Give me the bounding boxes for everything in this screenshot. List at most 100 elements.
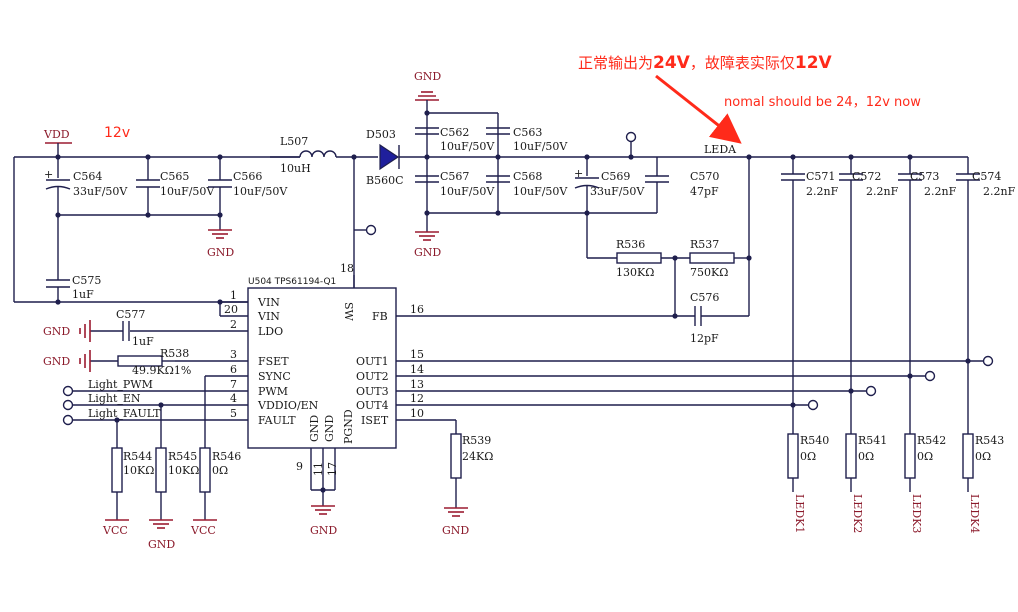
svg-text:PWM: PWM	[258, 385, 288, 398]
ic-bottom-pins: GND GND PGND 9 11 17 GND	[296, 409, 355, 537]
capacitor-c565: C565 10uF/50V	[136, 157, 215, 215]
svg-text:D503: D503	[366, 128, 396, 141]
svg-text:R546: R546	[212, 450, 241, 463]
svg-text:0Ω: 0Ω	[800, 450, 816, 463]
svg-text:17: 17	[326, 462, 339, 476]
svg-text:5: 5	[230, 407, 237, 420]
ic-u504: U504 TPS61194-Q1 SW 1 VIN 20 VIN 2 LDO 3…	[72, 275, 983, 537]
light-signal-ports: Light_PWM Light_EN Light_FAULT	[62, 378, 161, 426]
svg-text:C577: C577	[116, 308, 145, 321]
capacitor-c575: C575 1uF	[46, 215, 101, 302]
svg-text:9: 9	[296, 460, 303, 473]
svg-text:1uF: 1uF	[132, 335, 154, 348]
svg-text:10uF/50V: 10uF/50V	[440, 185, 495, 198]
svg-text:GND: GND	[414, 246, 441, 259]
vdd-label: VDD	[43, 128, 70, 141]
resistor-r539: R539 24KΩ GND	[442, 433, 493, 537]
resistor-r537: R537 750KΩ	[689, 238, 735, 279]
diode-d503: D503 B560C	[366, 128, 420, 187]
svg-text:10: 10	[410, 407, 424, 420]
svg-text:C574: C574	[972, 170, 1001, 183]
svg-text:4: 4	[230, 392, 237, 405]
sw-test-point	[365, 224, 377, 236]
svg-text:10KΩ: 10KΩ	[123, 464, 154, 477]
svg-text:LEDK3: LEDK3	[910, 494, 923, 533]
leda-test-point	[625, 131, 637, 143]
svg-text:R544: R544	[123, 450, 152, 463]
svg-text:Light_PWM: Light_PWM	[88, 378, 153, 391]
svg-text:1: 1	[230, 289, 237, 302]
svg-text:0Ω: 0Ω	[858, 450, 874, 463]
svg-text:R538: R538	[160, 347, 189, 360]
svg-text:10uF/50V: 10uF/50V	[513, 140, 568, 153]
svg-text:LDO: LDO	[258, 325, 283, 338]
svg-text:GND: GND	[310, 524, 337, 537]
led-channel-4: C574 2.2nF R543 0Ω LEDK4	[956, 157, 1016, 533]
svg-text:R543: R543	[975, 434, 1004, 447]
capacitor-c577: C577 1uF GND	[43, 308, 154, 348]
svg-text:LEDK2: LEDK2	[851, 494, 864, 533]
out4-test-point	[807, 399, 819, 411]
svg-text:U504 TPS61194-Q1: U504 TPS61194-Q1	[248, 277, 336, 287]
light-pwm-port	[62, 385, 74, 397]
svg-text:750KΩ: 750KΩ	[690, 266, 728, 279]
svg-text:C569: C569	[601, 170, 630, 183]
svg-text:GND: GND	[323, 415, 336, 442]
svg-text:0Ω: 0Ω	[212, 464, 228, 477]
svg-text:SYNC: SYNC	[258, 370, 291, 383]
svg-text:FSET: FSET	[258, 355, 289, 368]
led-channel-1: C571 2.2nF R540 0Ω LEDK1	[781, 157, 839, 533]
svg-text:2.2nF: 2.2nF	[924, 185, 957, 198]
svg-text:C562: C562	[440, 126, 469, 139]
svg-text:FAULT: FAULT	[258, 414, 296, 427]
svg-text:VCC: VCC	[102, 524, 128, 537]
svg-text:1uF: 1uF	[72, 288, 94, 301]
svg-text:C564: C564	[73, 170, 102, 183]
svg-text:7: 7	[230, 378, 237, 391]
capacitor-c563: C563 10uF/50V	[486, 126, 568, 153]
svg-text:C575: C575	[72, 274, 101, 287]
svg-text:C576: C576	[690, 291, 719, 304]
svg-text:R536: R536	[616, 238, 645, 251]
svg-text:GND: GND	[207, 246, 234, 259]
svg-text:2.2nF: 2.2nF	[806, 185, 839, 198]
svg-text:GND: GND	[308, 415, 321, 442]
svg-text:33uF/50V: 33uF/50V	[73, 185, 128, 198]
svg-text:10KΩ: 10KΩ	[168, 464, 199, 477]
svg-text:OUT3: OUT3	[356, 385, 389, 398]
svg-text:12: 12	[410, 392, 424, 405]
resistor-r538: R538 49.9KΩ1% GND	[43, 347, 191, 377]
svg-text:2: 2	[230, 318, 237, 331]
svg-text:24KΩ: 24KΩ	[462, 450, 493, 463]
gnd-symbol: GND	[207, 229, 234, 259]
svg-text:15: 15	[410, 348, 424, 361]
svg-text:130KΩ: 130KΩ	[616, 266, 654, 279]
resistor-r546: R546 0Ω VCC	[190, 447, 241, 537]
svg-text:C566: C566	[233, 170, 262, 183]
svg-text:VCC: VCC	[190, 524, 216, 537]
svg-text:10uF/50V: 10uF/50V	[160, 185, 215, 198]
svg-text:2.2nF: 2.2nF	[866, 185, 899, 198]
svg-text:OUT2: OUT2	[356, 370, 389, 383]
fault-arrow	[655, 74, 742, 144]
svg-text:PGND: PGND	[342, 409, 355, 444]
svg-text:10uF/50V: 10uF/50V	[513, 185, 568, 198]
svg-text:SW: SW	[342, 302, 355, 322]
svg-text:C570: C570	[690, 170, 719, 183]
svg-text:ISET: ISET	[361, 414, 389, 427]
svg-text:GND: GND	[148, 538, 175, 551]
capacitor-c562: C562 10uF/50V	[415, 126, 495, 153]
svg-text:R539: R539	[462, 434, 491, 447]
svg-text:OUT4: OUT4	[356, 399, 389, 412]
out3-test-point	[865, 385, 877, 397]
svg-text:13: 13	[410, 378, 424, 391]
svg-text:Light_FAULT: Light_FAULT	[88, 407, 161, 420]
fault-annotation: 正常输出为24V，故障表实际仅12V nomal should be 24，12…	[578, 53, 921, 144]
svg-text:0Ω: 0Ω	[975, 450, 991, 463]
svg-text:C563: C563	[513, 126, 542, 139]
resistor-r545: R545 10KΩ GND	[148, 447, 199, 551]
svg-text:R541: R541	[858, 434, 887, 447]
svg-text:49.9KΩ1%: 49.9KΩ1%	[132, 364, 191, 377]
gnd-symbol-mid: GND	[414, 231, 441, 259]
